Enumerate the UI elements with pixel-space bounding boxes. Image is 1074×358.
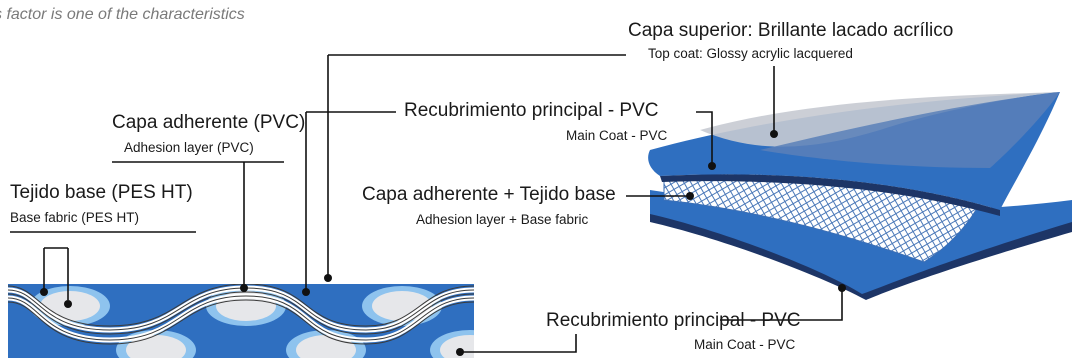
leader-lines [10, 54, 843, 353]
main-coat-lower-label-es: Recubrimiento principal - PVC [546, 310, 801, 331]
top-coat-band [8, 278, 474, 284]
adhesion-base-label-en: Adhesion layer + Base fabric [416, 212, 589, 227]
top-coat-label-es: Capa superior: Brillante lacado acrílico [628, 20, 954, 41]
base-fabric-label-es: Tejido base (PES HT) [10, 182, 193, 203]
sheet-gloss [760, 92, 1060, 168]
main-coat-lower-label-en: Main Coat - PVC [694, 337, 796, 352]
adhesion-label-en: Adhesion layer (PVC) [124, 140, 254, 155]
cross-section [8, 278, 474, 358]
top-coat-label-en: Top coat: Glossy acrylic lacquered [648, 46, 853, 61]
main-coat-upper-label-es: Recubrimiento principal - PVC [404, 100, 659, 121]
sheet-main-coat-edge [660, 174, 1000, 216]
tagline: s factor is one of the characteristics [0, 6, 245, 23]
adhesion-label-es: Capa adherente (PVC) [112, 112, 306, 133]
layered-sheet [648, 92, 1072, 300]
main-coat-upper-label-en: Main Coat - PVC [566, 128, 668, 143]
base-fabric-label-en: Base fabric (PES HT) [10, 210, 140, 225]
adhesion-base-label-es: Capa adherente + Tejido base [362, 184, 616, 205]
leader-dots [40, 130, 846, 356]
